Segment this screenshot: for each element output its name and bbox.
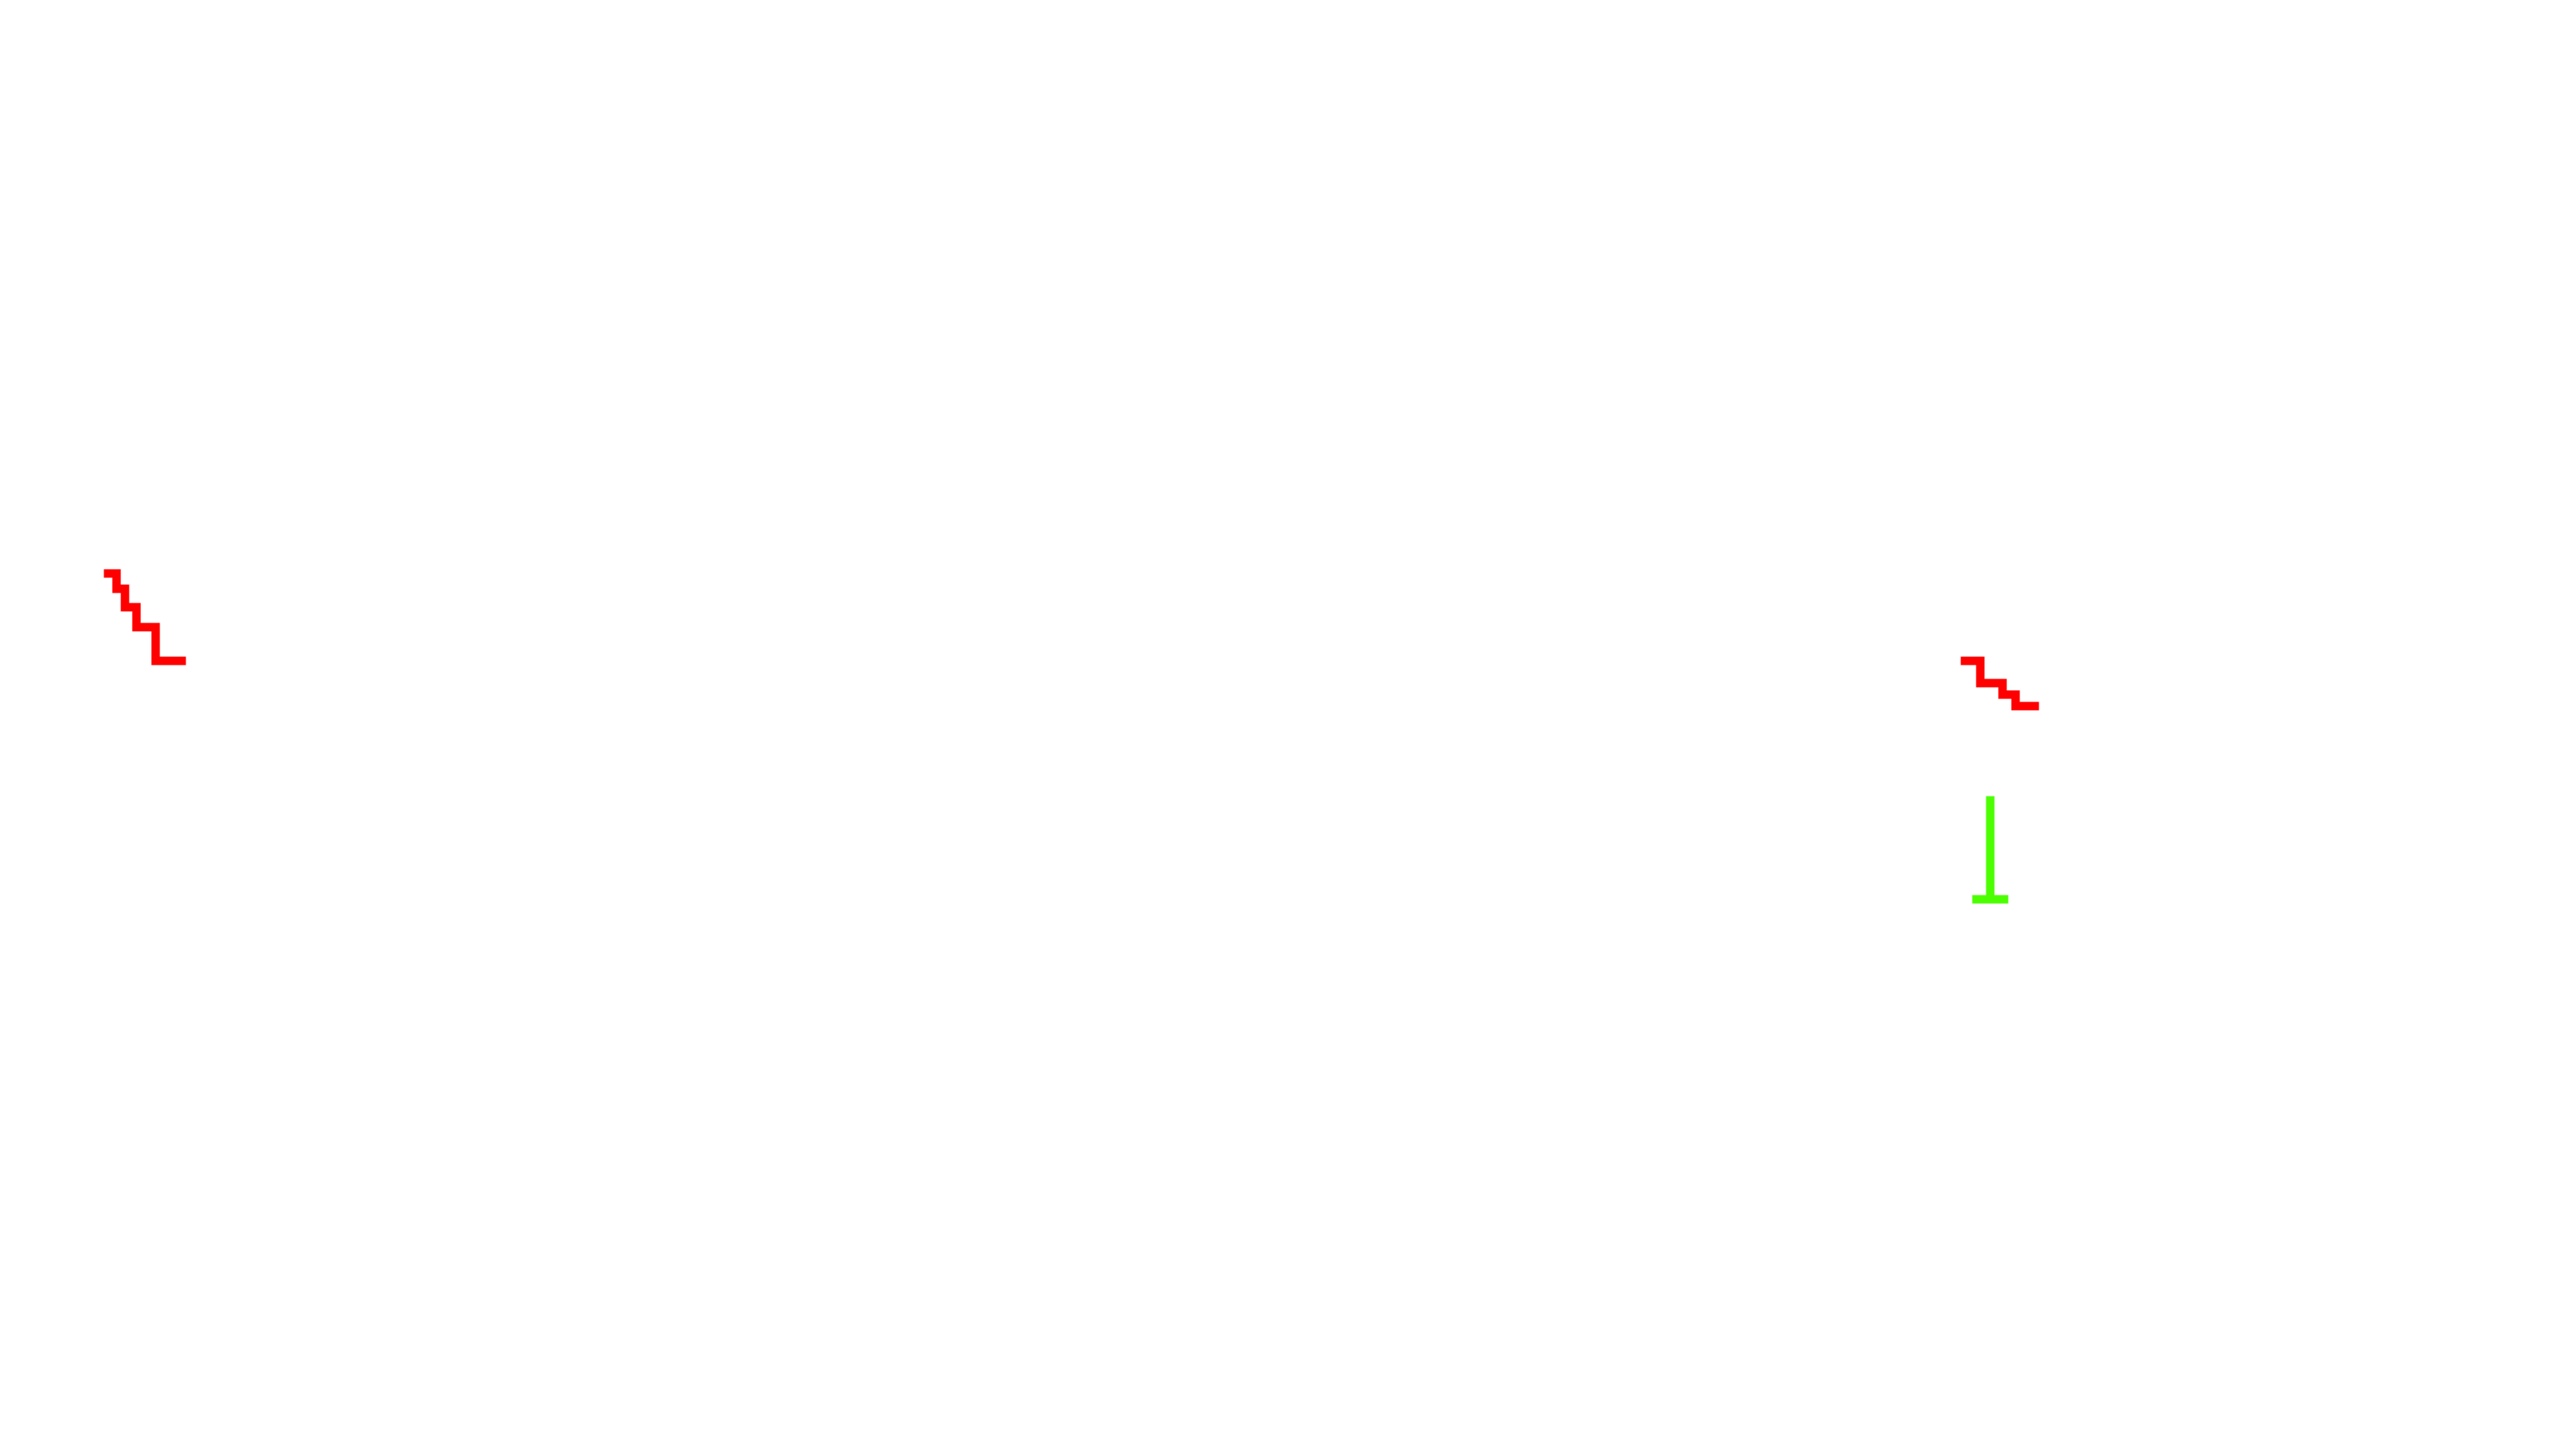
red-staircase-stroke-right[interactable] (1960, 656, 2039, 711)
green-t-stroke[interactable] (1972, 796, 2009, 904)
red-staircase-stroke-left[interactable] (104, 569, 186, 665)
